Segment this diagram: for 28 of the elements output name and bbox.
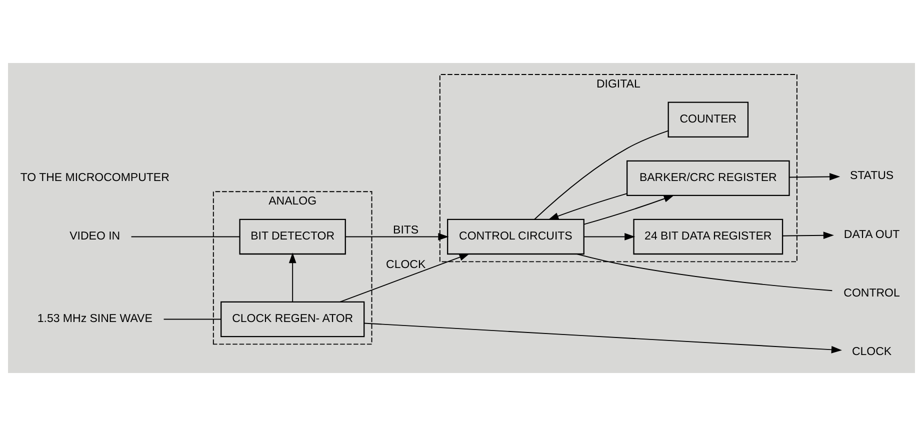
connector xyxy=(163,318,222,320)
node-text: CLOCK xyxy=(852,345,892,358)
node-box: BARKER/CRC REGISTER xyxy=(626,160,790,196)
arrow xyxy=(288,252,296,302)
edge-label: BITS xyxy=(393,224,419,236)
node-text: VIDEO IN xyxy=(70,230,120,242)
connector xyxy=(130,236,240,237)
arrow xyxy=(782,231,834,239)
connector xyxy=(534,130,669,220)
node-box: COUNTER xyxy=(668,101,749,137)
arrow xyxy=(584,232,636,240)
node-text: CONTROL xyxy=(844,286,900,299)
node-box: 24 BIT DATA REGISTER xyxy=(633,218,784,254)
edge-label: CLOCK xyxy=(386,258,426,271)
arrow xyxy=(339,252,470,302)
node-text: 1.53 MHz SINE WAVE xyxy=(37,312,152,325)
arrow xyxy=(364,322,842,353)
node-box: BIT DETECTOR xyxy=(239,218,346,254)
arrow xyxy=(548,192,628,220)
node-box: CLOCK REGEN- ATOR xyxy=(220,300,365,337)
node-box: CONTROL CIRCUITS xyxy=(447,218,584,254)
label: TO THE MICROCOMPUTER xyxy=(20,172,170,184)
connector xyxy=(576,253,833,291)
node-text: DATA OUT xyxy=(844,228,900,240)
arrow xyxy=(789,172,840,180)
node-text: STATUS xyxy=(850,170,894,182)
arrow xyxy=(584,194,674,224)
arrow xyxy=(344,232,449,240)
